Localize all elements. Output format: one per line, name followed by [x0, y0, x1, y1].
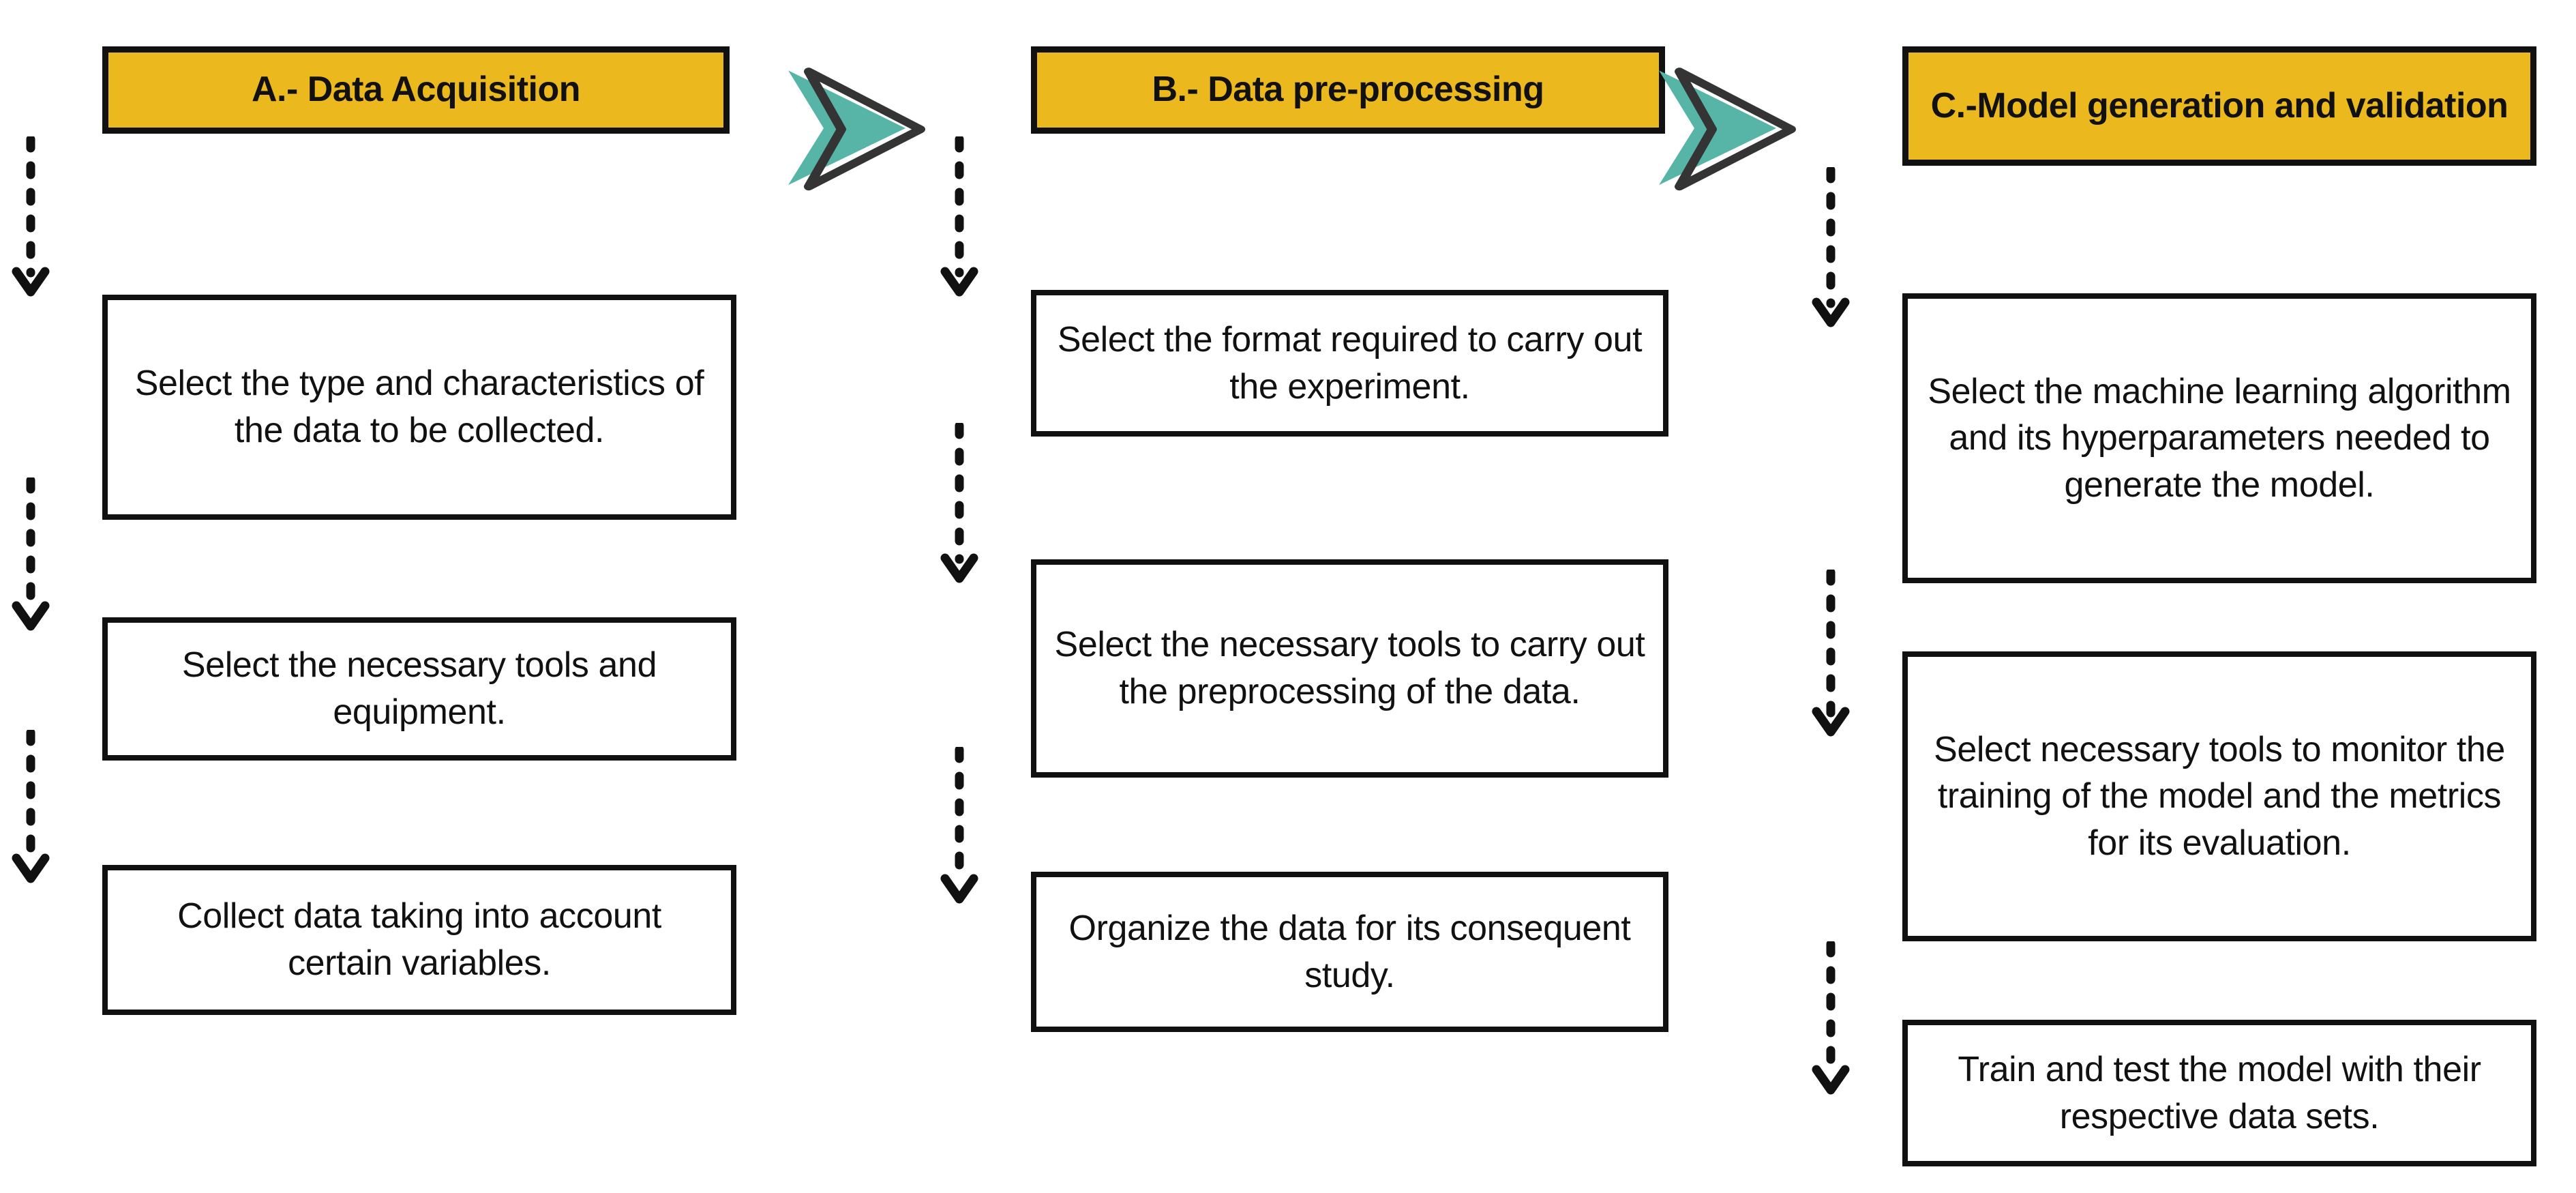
dotted-down-arrow-b2 [940, 423, 978, 583]
stage-header-c[interactable]: C.-Model generation and validation [1902, 46, 2536, 166]
step-box-c-3[interactable]: Train and test the model with their resp… [1902, 1020, 2536, 1166]
stage-advance-chevron-2 [1659, 68, 1796, 191]
step-box-b-2[interactable]: Select the necessary tools to carry out … [1031, 559, 1668, 778]
step-box-c-1[interactable]: Select the machine learning algorithm an… [1902, 293, 2536, 583]
stage-header-b[interactable]: B.- Data pre-processing [1031, 46, 1665, 134]
dotted-down-arrow-b3 [940, 747, 978, 904]
dotted-down-arrow-c1 [1812, 167, 1850, 327]
dotted-down-arrow-b1 [940, 136, 978, 297]
dotted-down-arrow-a2 [12, 477, 50, 631]
stage-advance-chevron-1 [788, 68, 925, 191]
dotted-down-arrow-a1 [12, 136, 50, 297]
step-box-b-3[interactable]: Organize the data for its consequent stu… [1031, 872, 1668, 1032]
dotted-down-arrow-c3 [1812, 941, 1850, 1095]
dotted-down-arrow-c2 [1812, 570, 1850, 737]
dotted-down-arrow-a3 [12, 730, 50, 883]
step-box-a-3[interactable]: Collect data taking into account certain… [102, 865, 736, 1015]
step-box-b-1[interactable]: Select the format required to carry out … [1031, 290, 1668, 437]
stage-header-a[interactable]: A.- Data Acquisition [102, 46, 730, 134]
step-box-a-2[interactable]: Select the necessary tools and equipment… [102, 617, 736, 761]
step-box-a-1[interactable]: Select the type and characteristics of t… [102, 295, 736, 520]
step-box-c-2[interactable]: Select necessary tools to monitor the tr… [1902, 651, 2536, 941]
